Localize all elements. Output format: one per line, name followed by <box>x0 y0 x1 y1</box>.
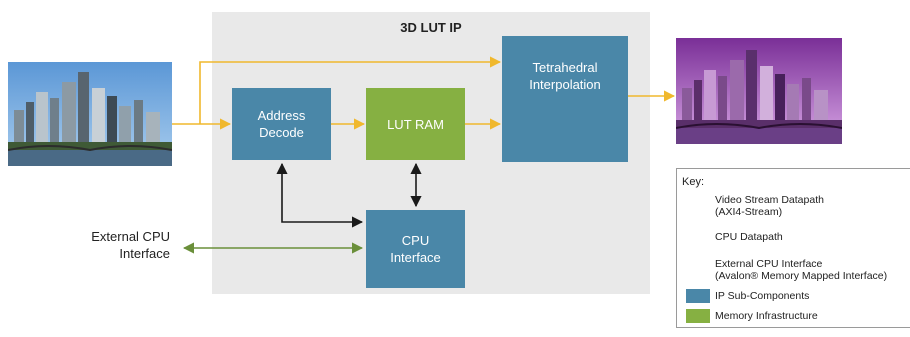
legend-item-cpu-datapath: CPU Datapath <box>677 231 910 259</box>
address-decode-label: Address Decode <box>257 108 306 140</box>
input-city-image <box>8 62 172 166</box>
legend-box: Video Stream Datapath (AXI4-Stream) CPU … <box>676 168 910 328</box>
ip-title: 3D LUT IP <box>400 20 462 35</box>
cpu-interface-label: CPU Interface <box>390 233 441 265</box>
legend-ip-label: IP Sub-Components <box>715 290 810 302</box>
address-decode-block: Address Decode <box>232 88 331 160</box>
legend-cpu-datapath-label: CPU Datapath <box>715 231 783 243</box>
cpu-interface-block: CPU Interface <box>366 210 465 288</box>
cpu-datapath-arrows <box>276 162 422 228</box>
legend-item-memory: Memory Infrastructure <box>677 309 910 337</box>
output-city-image <box>676 38 842 144</box>
video-stream-arrows <box>172 56 676 130</box>
legend-memory-label: Memory Infrastructure <box>715 310 818 322</box>
legend-external-interface-label: External CPU Interface (Avalon® Memory M… <box>715 258 888 282</box>
legend-item-ip-subcomponents: IP Sub-Components <box>677 289 910 317</box>
tetrahedral-interpolation-block: Tetrahedral Interpolation <box>502 36 628 162</box>
legend-title: Key: <box>682 176 705 188</box>
legend-memory-swatch <box>686 309 710 323</box>
external-cpu-interface-label: External CPU Interface <box>91 229 170 261</box>
legend-ip-swatch <box>686 289 710 303</box>
legend-item-video-stream: Video Stream Datapath (AXI4-Stream) <box>677 191 910 219</box>
legend-video-stream-label: Video Stream Datapath (AXI4-Stream) <box>715 194 824 218</box>
legend-item-external-interface: External CPU Interface (Avalon® Memory M… <box>677 251 910 282</box>
lut-ram-block: LUT RAM <box>366 88 465 160</box>
tetrahedral-interpolation-label: Tetrahedral Interpolation <box>529 60 601 92</box>
lut-ram-label: LUT RAM <box>387 116 444 132</box>
